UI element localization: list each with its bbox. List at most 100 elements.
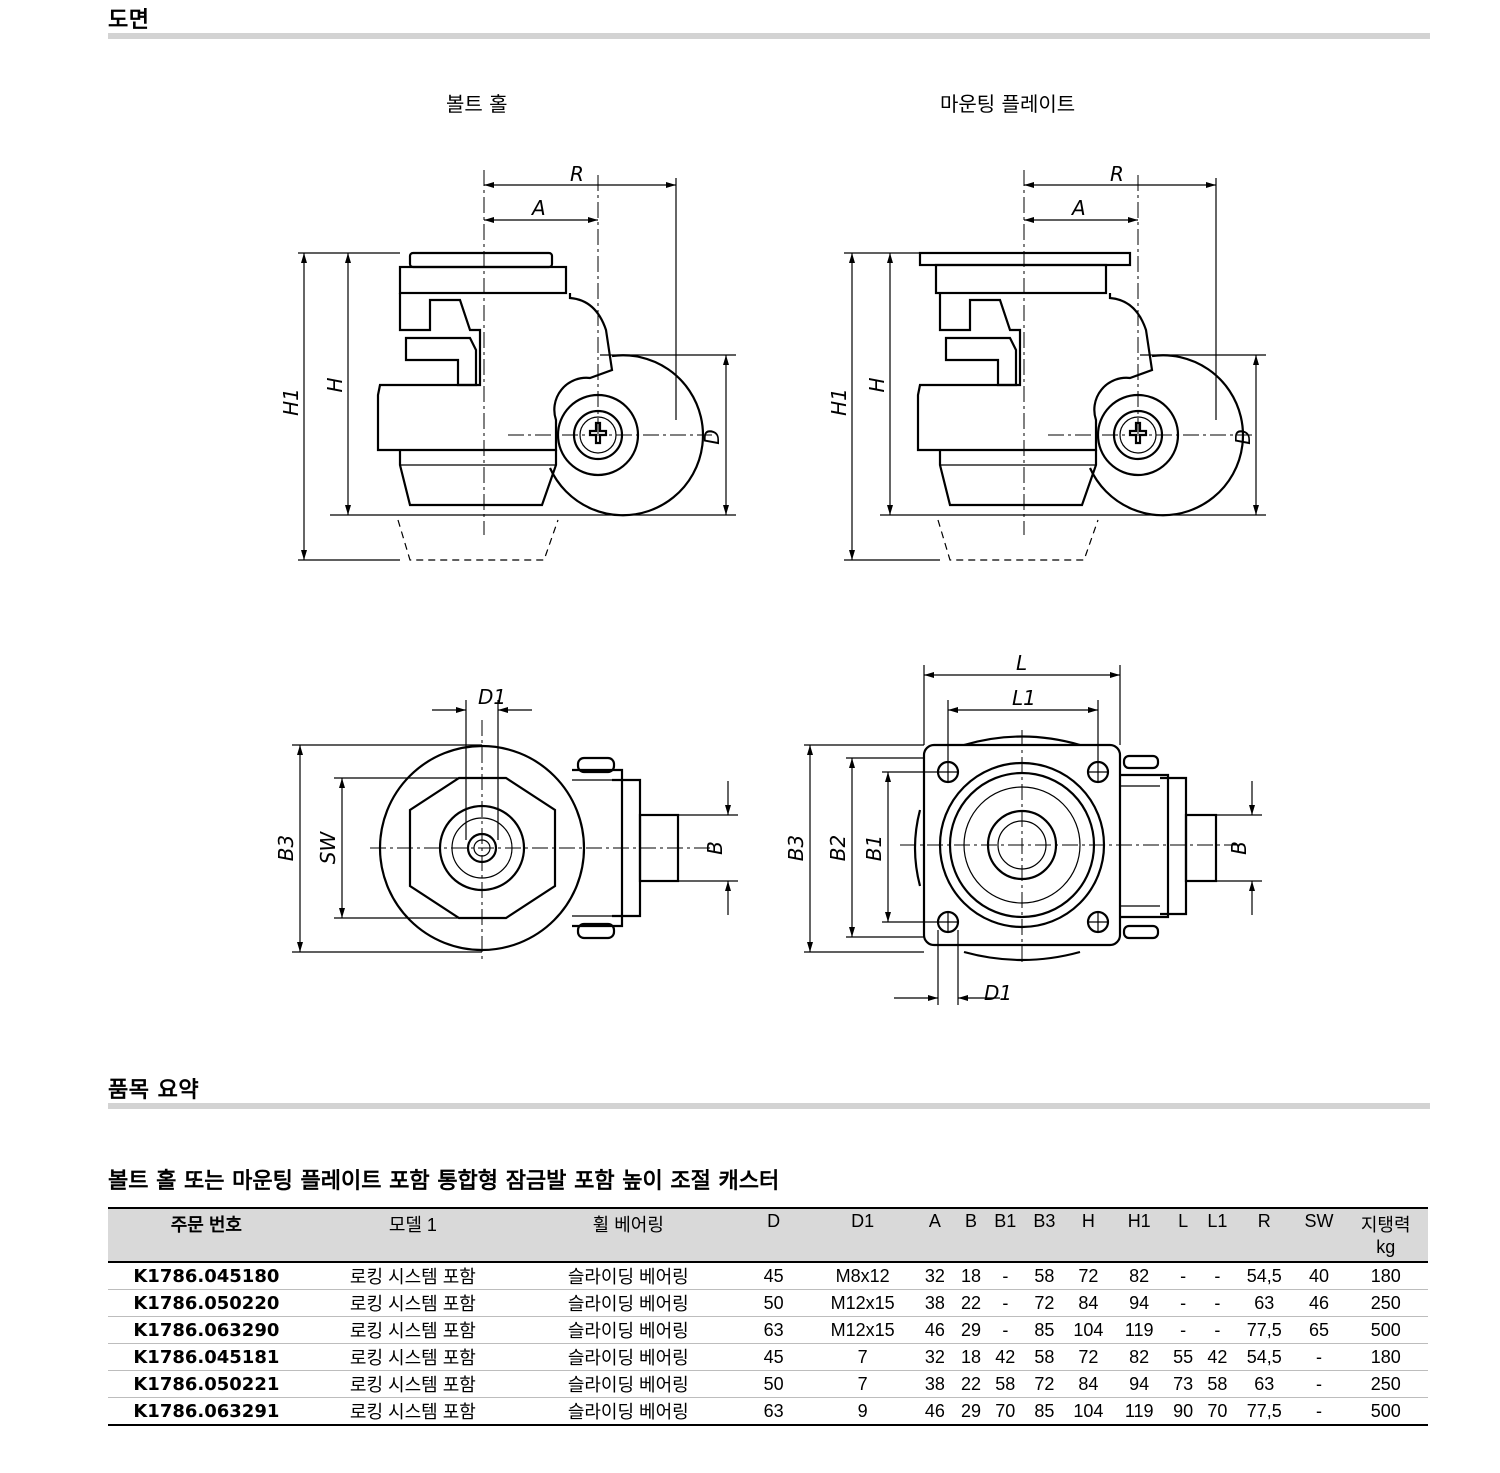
cell-h1: 119 <box>1112 1397 1166 1426</box>
cell-b3: 58 <box>1024 1262 1064 1290</box>
cell-b1: 42 <box>985 1343 1025 1371</box>
cell-b1: - <box>985 1262 1025 1290</box>
dim-label-H1: H1 <box>279 388 303 416</box>
cell-r: 63 <box>1234 1289 1295 1317</box>
cell-l: - <box>1165 1316 1201 1344</box>
cell-load-capacity: 180 <box>1343 1343 1428 1371</box>
dim-label-B3-2: B3 <box>784 835 808 861</box>
dim-label-B1: B1 <box>862 835 886 861</box>
header-wheel-bearing: 휠 베어링 <box>592 1215 664 1235</box>
header-r: R <box>1257 1211 1271 1231</box>
cell-h1: 119 <box>1112 1316 1166 1344</box>
cell-wheel-bearing: 슬라이딩 베어링 <box>521 1343 736 1371</box>
cell-load-capacity: 500 <box>1343 1316 1428 1344</box>
cell-d: 45 <box>735 1262 812 1290</box>
header-load-unit: kg <box>1376 1237 1396 1257</box>
section-divider-2 <box>108 1103 1430 1109</box>
cell-order-no: K1786.050221 <box>108 1370 305 1398</box>
cell-d1: M8x12 <box>811 1262 914 1290</box>
dim-label-A: A <box>530 196 546 220</box>
top-view-bolt-hole: D1 B3 SW B <box>274 685 738 960</box>
cell-d: 50 <box>735 1289 812 1317</box>
cell-model: 로킹 시스템 포함 <box>304 1316 522 1344</box>
dim-label-D1-2: D1 <box>984 981 1012 1005</box>
cell-b3: 72 <box>1024 1289 1064 1317</box>
header-d1: D1 <box>851 1211 875 1231</box>
cell-model: 로킹 시스템 포함 <box>304 1370 522 1398</box>
dim-label-A-2: A <box>1070 196 1086 220</box>
cell-a: 46 <box>913 1316 957 1344</box>
spec-table: 주문 번호 모델 1 휠 베어링 D D1 A B B1 B3 H H1 L L… <box>108 1207 1428 1426</box>
dim-label-H: H <box>323 377 347 392</box>
cell-l: - <box>1165 1289 1201 1317</box>
cell-b: 18 <box>956 1343 986 1371</box>
cell-h: 84 <box>1063 1370 1113 1398</box>
section-divider <box>108 33 1430 39</box>
cell-a: 38 <box>913 1370 957 1398</box>
cell-a: 38 <box>913 1289 957 1317</box>
cell-b3: 58 <box>1024 1343 1064 1371</box>
header-sw: SW <box>1304 1211 1334 1231</box>
drawing-section-title: 도면 <box>108 8 150 33</box>
cell-b1: 70 <box>985 1397 1025 1426</box>
dim-label-D-2: D <box>1231 429 1255 444</box>
dim-label-R-2: R <box>1110 162 1124 186</box>
cell-wheel-bearing: 슬라이딩 베어링 <box>521 1316 736 1344</box>
cell-h: 84 <box>1063 1289 1113 1317</box>
cell-l1: 70 <box>1200 1397 1235 1426</box>
cell-d1: 9 <box>811 1397 914 1426</box>
cell-d1: 7 <box>811 1370 914 1398</box>
cell-h: 104 <box>1063 1397 1113 1426</box>
side-view-bolt-hole: R A H1 H D <box>279 162 736 561</box>
cell-order-no: K1786.050220 <box>108 1289 305 1317</box>
cell-l: 73 <box>1165 1370 1201 1398</box>
cell-model: 로킹 시스템 포함 <box>304 1397 522 1426</box>
cell-h: 72 <box>1063 1343 1113 1371</box>
dim-label-B3: B3 <box>274 835 298 861</box>
cell-d: 45 <box>735 1343 812 1371</box>
cell-r: 63 <box>1234 1370 1295 1398</box>
header-b1: B1 <box>994 1211 1017 1231</box>
cell-wheel-bearing: 슬라이딩 베어링 <box>521 1289 736 1317</box>
cell-b: 29 <box>956 1316 986 1344</box>
cell-model: 로킹 시스템 포함 <box>304 1343 522 1371</box>
cell-a: 46 <box>913 1397 957 1426</box>
cell-h1: 82 <box>1112 1262 1166 1290</box>
header-load-capacity: 지탱력 kg <box>1343 1208 1428 1262</box>
cell-r: 77,5 <box>1234 1316 1295 1344</box>
cell-sw: 65 <box>1294 1316 1344 1344</box>
cell-sw: 46 <box>1294 1289 1344 1317</box>
cell-h: 72 <box>1063 1262 1113 1290</box>
header-b3: B3 <box>1033 1211 1056 1231</box>
product-title: 볼트 홀 또는 마운팅 플레이트 포함 통합형 잠금발 포함 높이 조절 캐스터 <box>108 1169 780 1194</box>
header-load-label: 지탱력 <box>1360 1215 1411 1235</box>
cell-model: 로킹 시스템 포함 <box>304 1262 522 1290</box>
cell-order-no: K1786.045181 <box>108 1343 305 1371</box>
cell-load-capacity: 500 <box>1343 1397 1428 1426</box>
top-view-mounting-plate: L L1 D1 B3 B2 B1 B <box>784 651 1262 1005</box>
cell-h: 104 <box>1063 1316 1113 1344</box>
cell-l1: - <box>1200 1316 1235 1344</box>
cell-l1: - <box>1200 1289 1235 1317</box>
cell-r: 77,5 <box>1234 1397 1295 1426</box>
cell-sw: - <box>1294 1343 1344 1371</box>
cell-sw: - <box>1294 1397 1344 1426</box>
cell-a: 32 <box>913 1343 957 1371</box>
cell-order-no: K1786.063291 <box>108 1397 305 1426</box>
cell-d1: M12x15 <box>811 1289 914 1317</box>
cell-l: 55 <box>1165 1343 1201 1371</box>
cell-b3: 85 <box>1024 1316 1064 1344</box>
dim-label-H1-2: H1 <box>827 388 851 416</box>
mounting-plate-view-label: 마운팅 플레이트 <box>940 92 1076 116</box>
header-h: H <box>1081 1211 1095 1231</box>
header-d: D <box>767 1211 781 1231</box>
cell-l1: 58 <box>1200 1370 1235 1398</box>
cell-b1: - <box>985 1289 1025 1317</box>
